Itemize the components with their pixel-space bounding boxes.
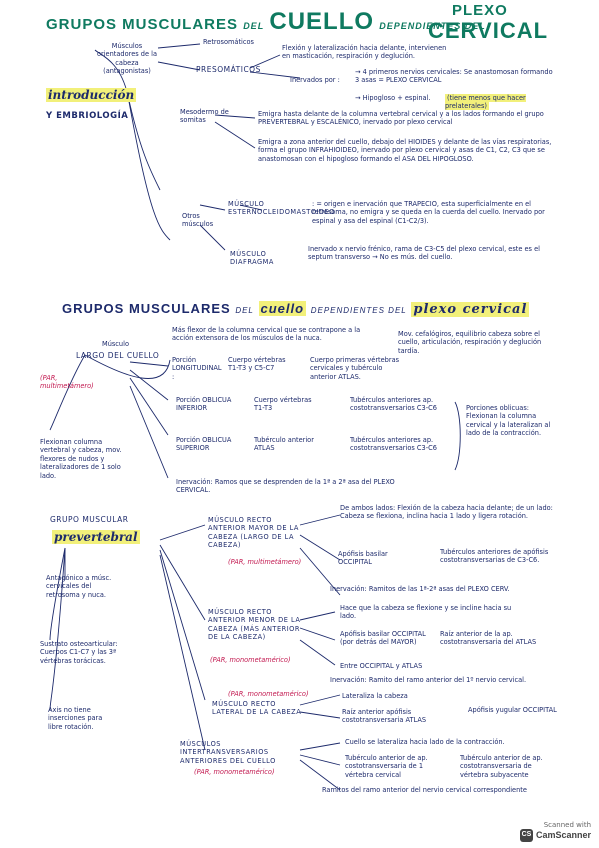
title-cervical: CERVICAL	[428, 18, 549, 43]
stamp-line1: Scanned with	[543, 820, 591, 829]
inter-accion: Cuello se lateraliza hacia lado de la co…	[345, 738, 505, 746]
antagonico-note: Antagónico a músc. cervicales del retros…	[46, 574, 112, 599]
largo-musculo: Músculo	[102, 340, 129, 348]
ecm-label: Músculo ESTERNOCLEIDOMASTOIDEO	[228, 200, 335, 217]
recto-mayor-origen: Apófisis basilar OCCIPITAL	[338, 550, 388, 567]
section-title: GRUPOS MUSCULARES DEL cuello DEPENDIENTE…	[62, 301, 530, 317]
recto-mayor-inervacion: Inervación: Ramitos de las 1ª-2ª asas de…	[330, 585, 510, 593]
presomaticos: PRESOMÁTICOS	[196, 65, 261, 74]
diafragma-text: Inervado x nervio frénico, rama de C3-C5…	[308, 245, 540, 262]
recto-mayor-accion: De ambos lados: Flexión de la cabeza hac…	[340, 504, 553, 521]
porcion-longitudinal: Porción LONGITUDINAL :	[172, 356, 222, 381]
inf-origen: Cuerpo vértebras T1-T3	[254, 396, 312, 413]
recto-mayor-insercion: Tubérculos anteriores de apófisis costot…	[440, 548, 549, 565]
recto-lateral-accion: Lateraliza la cabeza	[342, 692, 408, 700]
emigra-prevertebral: Emigra hasta delante de la columna verte…	[258, 110, 544, 127]
largo-mov: Mov. cefalógiros, equilibrio cabeza sobr…	[398, 330, 542, 355]
recto-mayor-par: (PAR, multimetámero)	[228, 558, 302, 566]
hipogloso-note: (tiene menos que hacer prelaterales)	[445, 94, 526, 111]
emigra-infrahioideo: Emigra a zona anterior del cuello, debaj…	[258, 138, 552, 163]
intro-label: introducción	[46, 88, 137, 102]
recto-menor-label: Músculo RECTO ANTERIOR MENOR de la CABEZ…	[208, 608, 301, 642]
mesodermo-label: Mesodermo de somitas	[180, 108, 229, 125]
long-origen: Cuerpo vértebras T1-T3 y C5-C7	[228, 356, 286, 373]
largo-inervacion: Inervación: Ramos que se desprenden de l…	[176, 478, 395, 495]
intertransversarios-par: (PAR, monometamérico)	[194, 768, 275, 776]
largo-name: LARGO DEL CUELLO	[76, 351, 160, 360]
diafragma-label: Músculo DIAFRAGMA	[230, 250, 274, 267]
prevertebral-label: prevertebral	[52, 530, 140, 544]
recto-lateral-insercion: Apófisis yugular OCCIPITAL	[468, 706, 557, 714]
inervados-label: Inervados por :	[290, 76, 340, 84]
recto-menor-origen: Apófisis basilar OCCIPITAL (por detrás d…	[340, 630, 426, 647]
recto-lateral-par: (PAR, monometamérico)	[228, 690, 309, 698]
sup-insercion: Tubérculos anteriores ap. costotransvers…	[350, 436, 437, 453]
otros-musculos: Otros músculos	[182, 212, 214, 229]
grupo-muscular: GRUPO MUSCULAR	[50, 515, 129, 524]
musc-orientadores: Músculos orientadores de la cabeza (anta…	[96, 42, 158, 76]
recto-mayor-label: Músculo RECTO ANTERIOR MAYOR de la CABEZ…	[208, 516, 299, 550]
sup-origen: Tubérculo anterior ATLAS	[254, 436, 314, 453]
recto-menor-inervacion: Inervación: Ramito del ramo anterior del…	[330, 676, 527, 684]
camscanner-icon: CS	[519, 829, 533, 842]
inf-insercion: Tubérculos anteriores ap. costotransvers…	[350, 396, 437, 413]
inter-inervacion: Ramitos del ramo anterior del nervio cer…	[322, 786, 527, 794]
intertransversarios-label: Músculos INTERTRANSVERSARIOS ANTERIORES …	[180, 740, 276, 765]
hipogloso-text: → Hipogloso + espinal.	[355, 94, 431, 102]
nervios-text: → 4 primeros nervios cervicales: Se anas…	[355, 68, 553, 85]
ecm-text: : = origen e inervación que TRAPECIO, es…	[312, 200, 545, 225]
title-plexo: PLEXO	[452, 2, 508, 19]
porcion-oblicua-inferior: Porción OBLICUA INFERIOR	[176, 396, 232, 413]
page-title: GRUPOS MUSCULARES DEL CUELLO DEPENDIENTE…	[46, 8, 486, 35]
recto-lateral-label: Músculo RECTO LATERAL de la CABEZA	[212, 700, 302, 717]
recto-lateral-origen: Raíz anterior apófisis costotransversari…	[342, 708, 427, 725]
recto-menor-entre: Entre OCCIPITAL y ATLAS	[340, 662, 423, 670]
intro-sublabel: Y EMBRIOLOGÍA	[46, 111, 129, 121]
inter-insercion: Tubérculo anterior de ap. costotransvers…	[460, 754, 543, 779]
inter-origen: Tubérculo anterior de ap. costotransvers…	[345, 754, 428, 779]
axis-note: Axis no tiene inserciones para libre rot…	[48, 706, 103, 731]
retrosomaticos: Retrosomáticos	[203, 38, 254, 46]
largo-flexor: Más flexor de la columna cervical que se…	[172, 326, 361, 343]
largo-side-note: Flexionan columna vertebral y cabeza, mo…	[40, 438, 122, 480]
flexion-text: Flexión y lateralización hacia delante, …	[282, 44, 447, 61]
porcion-oblicua-superior: Porción OBLICUA SUPERIOR	[176, 436, 232, 453]
largo-par: (PAR, multimetámero)	[40, 374, 94, 391]
recto-menor-accion: Hace que la cabeza se flexione y se incl…	[340, 604, 512, 621]
oblicuas-note: Porciones oblicuas: Flexionan la columna…	[466, 404, 551, 438]
recto-menor-par: (PAR, monometamérico)	[210, 656, 291, 664]
sustrato-note: Sustrato osteoarticular: Cuerpos C1-C7 y…	[40, 640, 118, 665]
long-insercion: Cuerpo primeras vértebras cervicales y t…	[310, 356, 400, 381]
recto-menor-insercion: Raíz anterior de la ap. costotransversar…	[440, 630, 537, 647]
